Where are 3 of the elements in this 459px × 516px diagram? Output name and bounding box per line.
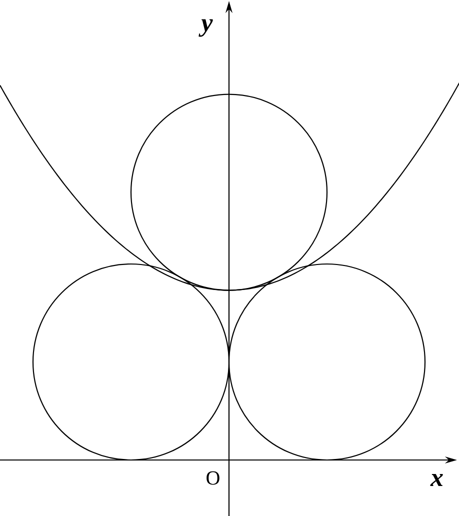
axis-label: x <box>430 474 443 486</box>
axis-label: O <box>206 471 220 485</box>
axis-label: y <box>198 19 213 37</box>
